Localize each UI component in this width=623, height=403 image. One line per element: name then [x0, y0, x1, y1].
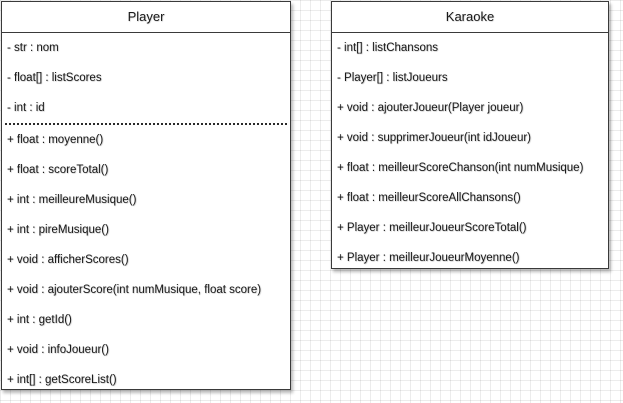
player-attributes: - str : nom - float[] : listScores - int… — [2, 33, 290, 123]
player-class-title: Player — [2, 2, 290, 33]
player-method-moyenne: + float : moyenne() — [7, 134, 104, 146]
player-method-piremusique: + int : pireMusique() — [7, 224, 109, 236]
player-method-infojoueur: + void : infoJoueur() — [7, 344, 109, 356]
karaoke-class-title: Karaoke — [332, 2, 608, 33]
player-compartment-divider — [5, 123, 287, 125]
karaoke-method-ajouterjoueur: + void : ajouterJoueur(Player joueur) — [337, 102, 524, 114]
player-method-getid: + int : getId() — [7, 314, 72, 326]
player-method-getscorelist: + int[] : getScoreList() — [7, 374, 117, 386]
player-class-box[interactable]: Player - str : nom - float[] : listScore… — [1, 1, 291, 390]
karaoke-methods: + void : ajouterJoueur(Player joueur) + … — [332, 93, 608, 273]
karaoke-method-meilleurjoueurmoyenne: + Player : meilleurJoueurMoyenne() — [337, 252, 520, 264]
player-method-meilleuremusique: + int : meilleureMusique() — [7, 194, 137, 206]
player-attribute-nom: - str : nom — [7, 42, 59, 54]
player-attribute-listscores: - float[] : listScores — [7, 72, 102, 84]
karaoke-method-meilleurjoueurscoretotal: + Player : meilleurJoueurScoreTotal() — [337, 222, 527, 234]
player-method-ajouterscore: + void : ajouterScore(int numMusique, fl… — [7, 284, 262, 296]
player-method-scoretotal: + float : scoreTotal() — [7, 164, 109, 176]
player-attribute-id: - int : id — [7, 102, 45, 114]
karaoke-attribute-listchansons: - int[] : listChansons — [337, 42, 438, 54]
player-methods: + float : moyenne() + float : scoreTotal… — [2, 125, 290, 395]
karaoke-method-meilleurscoreallchansons: + float : meilleurScoreAllChansons() — [337, 192, 521, 204]
karaoke-attributes: - int[] : listChansons - Player[] : list… — [332, 33, 608, 93]
karaoke-method-meilleurscorechanson: + float : meilleurScoreChanson(int numMu… — [337, 162, 584, 174]
karaoke-method-supprimerjoueur: + void : supprimerJoueur(int idJoueur) — [337, 132, 531, 144]
karaoke-attribute-listjoueurs: - Player[] : listJoueurs — [337, 72, 448, 84]
player-method-afficherscores: + void : afficherScores() — [7, 254, 129, 266]
karaoke-class-box[interactable]: Karaoke - int[] : listChansons - Player[… — [331, 1, 609, 269]
